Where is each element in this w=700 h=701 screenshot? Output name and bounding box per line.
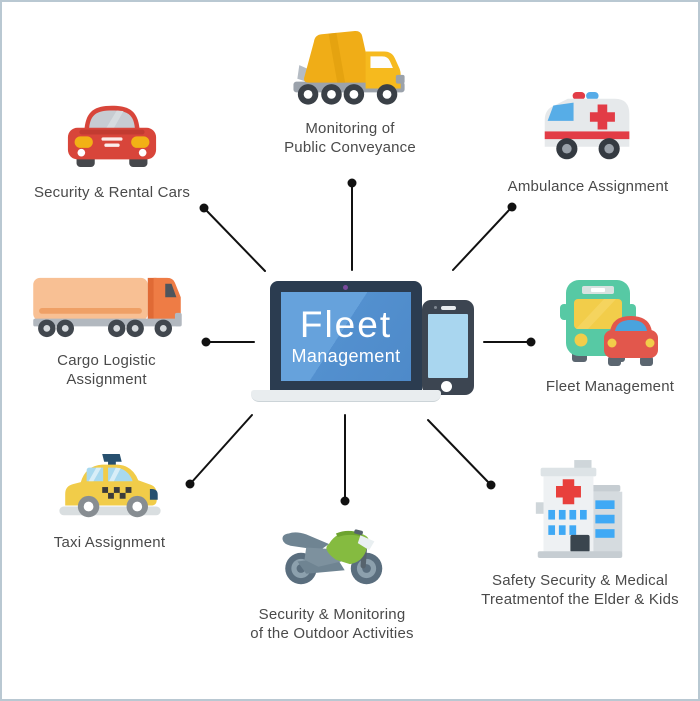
node-fleet-management: Fleet Management bbox=[510, 280, 698, 396]
phone-home-button bbox=[441, 381, 452, 392]
smartphone bbox=[422, 300, 474, 395]
phone-camera-icon bbox=[434, 306, 437, 309]
red-car-icon bbox=[67, 105, 157, 168]
laptop: Fleet Management bbox=[270, 281, 422, 391]
center-title: Fleet bbox=[299, 304, 393, 345]
connector-line-group bbox=[190, 183, 531, 501]
label-line: Safety Security & Medical bbox=[492, 572, 668, 589]
label-line: Ambulance Assignment bbox=[507, 178, 669, 195]
node-label: Safety Security & Medical Treatmentof th… bbox=[467, 571, 693, 609]
node-security-monitoring-outdoor: Security & Monitoring of the Outdoor Act… bbox=[217, 523, 447, 643]
node-safety-security-medical: Safety Security & Medical Treatmentof th… bbox=[467, 460, 693, 609]
cargo-truck-icon bbox=[32, 277, 182, 338]
connector-line-bottom-right bbox=[427, 419, 491, 485]
bus-and-car-icon bbox=[560, 280, 658, 366]
label-line: Taxi Assignment bbox=[53, 534, 166, 551]
label-line: of the Outdoor Activities bbox=[250, 625, 414, 642]
connector-dot-group bbox=[185, 178, 536, 506]
node-cargo-logistic-assignment: Cargo Logistic Assignment bbox=[14, 274, 199, 389]
label-line: Security & Rental Cars bbox=[33, 184, 191, 201]
connector-dot bbox=[201, 337, 211, 347]
node-label: Monitoring of Public Conveyance bbox=[260, 119, 440, 157]
phone-speaker-icon bbox=[441, 305, 456, 310]
label-line: Assignment bbox=[66, 371, 147, 388]
connector-dot bbox=[347, 178, 357, 188]
connector-dot bbox=[526, 337, 536, 347]
phone-screen bbox=[428, 314, 468, 378]
motorcycle-icon bbox=[282, 529, 383, 585]
connector-dot bbox=[199, 203, 209, 213]
node-label: Security & Rental Cars bbox=[17, 183, 207, 202]
node-security-rental-cars: Security & Rental Cars bbox=[17, 98, 207, 202]
label-line: Monitoring of bbox=[305, 120, 395, 137]
connector-dot bbox=[486, 480, 496, 490]
node-taxi-assignment: Taxi Assignment bbox=[27, 452, 192, 552]
connector-dot bbox=[507, 202, 517, 212]
label-line: Fleet Management bbox=[545, 378, 675, 395]
laptop-base bbox=[251, 390, 441, 402]
connector-dot bbox=[185, 479, 195, 489]
node-monitoring-public-conveyance: Monitoring of Public Conveyance bbox=[260, 30, 440, 157]
connector-line-top-right bbox=[452, 207, 512, 271]
hospital-icon bbox=[535, 460, 623, 558]
node-label: Security & Monitoring of the Outdoor Act… bbox=[217, 605, 447, 643]
laptop-screen: Fleet Management bbox=[281, 292, 411, 381]
connector-line-bottom-left bbox=[190, 414, 253, 484]
node-label: Ambulance Assignment bbox=[488, 177, 688, 196]
center-subtitle: Management bbox=[291, 346, 401, 366]
label-line: Treatmentof the Elder & Kids bbox=[481, 591, 679, 608]
taxi-icon bbox=[58, 453, 161, 518]
node-label: Fleet Management bbox=[510, 377, 698, 396]
node-label: Taxi Assignment bbox=[27, 533, 192, 552]
cement-mixer-truck-icon bbox=[293, 30, 405, 105]
ambulance-icon bbox=[544, 92, 630, 160]
label-line: Security & Monitoring bbox=[258, 606, 406, 623]
connector-dot bbox=[340, 496, 350, 506]
label-line: Cargo Logistic bbox=[57, 352, 156, 369]
node-ambulance-assignment: Ambulance Assignment bbox=[488, 91, 688, 196]
label-line: Public Conveyance bbox=[284, 139, 416, 156]
laptop-webcam-icon bbox=[343, 285, 348, 290]
node-label: Cargo Logistic Assignment bbox=[14, 351, 199, 389]
connector-line-top-left bbox=[204, 208, 266, 272]
